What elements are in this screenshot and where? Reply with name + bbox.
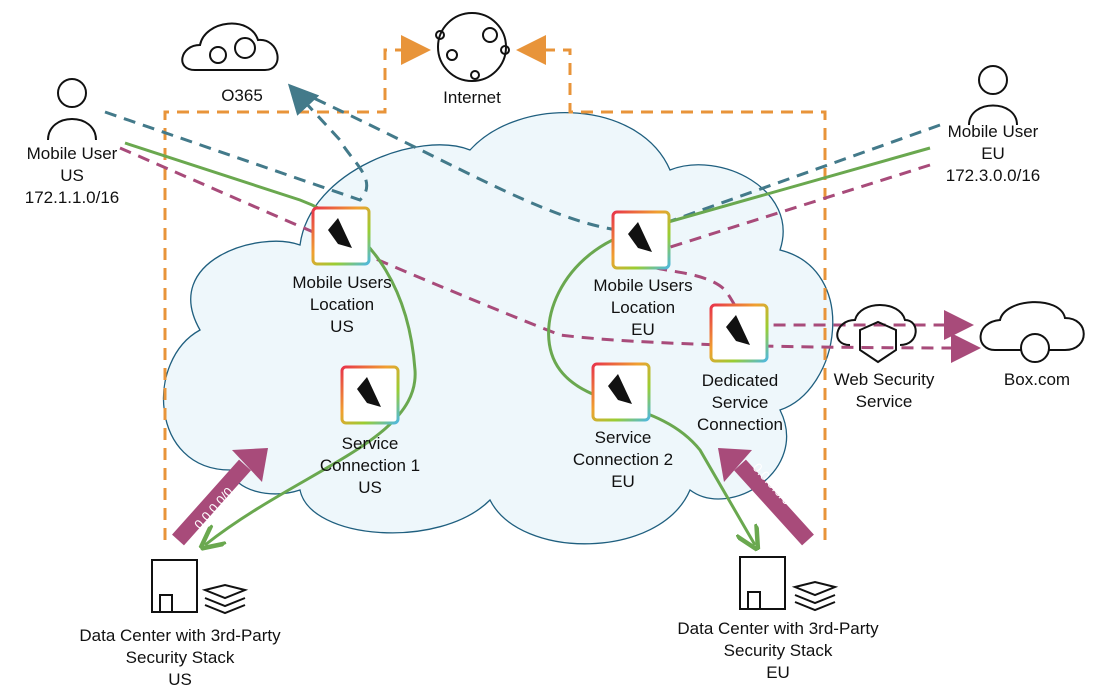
user-icon-us — [47, 78, 97, 141]
web-path-us — [119, 146, 981, 363]
o365-path-us — [104, 83, 369, 202]
route-arrow-eu — [718, 448, 814, 546]
internet-label: Internet — [443, 88, 501, 107]
prisma-node-icon — [311, 206, 769, 425]
internet-path-eu — [516, 35, 827, 540]
dc-path-eu — [547, 146, 931, 545]
internet-globe-icon — [435, 12, 510, 82]
datacenter-icon-eu — [739, 556, 839, 612]
box-cloud-icon — [979, 301, 1085, 363]
user-icon-eu — [968, 65, 1018, 126]
o365-cloud-icon — [181, 22, 279, 71]
route-arrow-us — [172, 448, 268, 546]
internet-path-us — [163, 35, 431, 540]
datacenter-icon-us — [151, 559, 249, 615]
box-label: Box.com — [1003, 370, 1071, 389]
web-security-icon — [836, 304, 917, 364]
o365-label: O365 — [221, 86, 263, 105]
